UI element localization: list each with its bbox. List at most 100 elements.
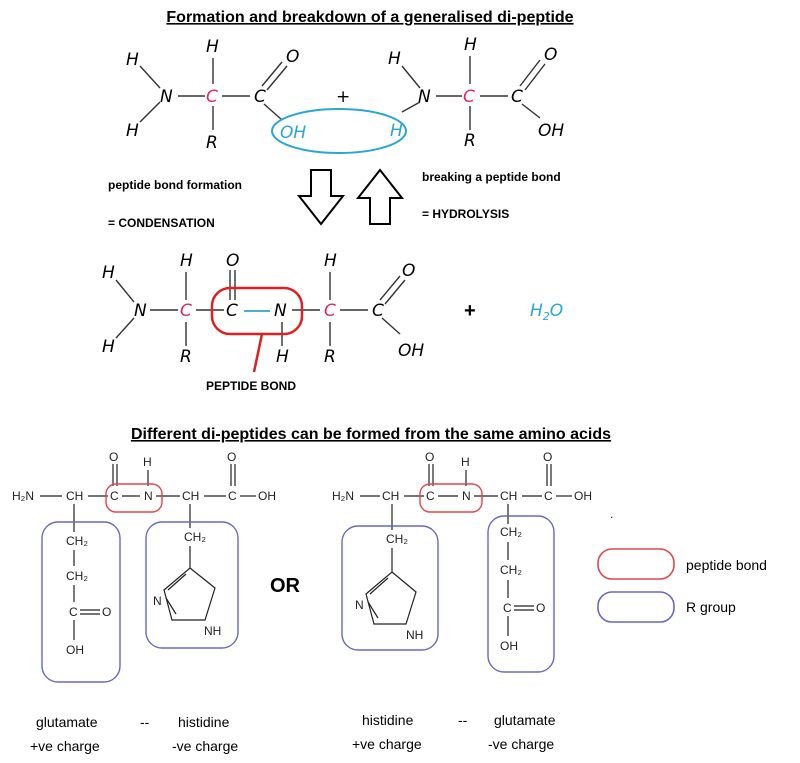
atom-c-alpha: C (206, 87, 218, 107)
ch2-group: CH₂ (66, 534, 88, 548)
atom-n: N (160, 87, 173, 107)
legend: peptide bond R group (597, 548, 767, 623)
atom-oh: OH (538, 121, 564, 141)
legend-peptide-swatch (597, 548, 675, 580)
nh-group: NH (204, 624, 221, 638)
oh-group: OH (66, 643, 84, 657)
legend-r-group-swatch (597, 591, 675, 623)
atom-c: C (254, 87, 266, 107)
atom-h: H (388, 49, 401, 69)
ch-group: CH (182, 489, 199, 503)
caption-charge: -ve charge (172, 738, 238, 754)
n-atom: N (355, 598, 364, 612)
peptide-bond-box (105, 483, 163, 513)
caption-charge: -ve charge (488, 736, 554, 752)
h-atom: H (461, 455, 470, 469)
r-group-box (41, 521, 121, 683)
or-label: OR (270, 575, 301, 597)
atom-h-amino: H (390, 121, 403, 141)
dipeptide-his-glu: H₂N CH C O N H CH C O OH CH₂ N NH CH₂ CH… (332, 450, 592, 653)
atom-r: R (180, 347, 192, 367)
h2n-group: H₂N (332, 489, 354, 503)
amino-acid-1: H H N H C R C O OH (126, 37, 306, 153)
oh-group: OH (574, 489, 592, 503)
oh-group: OH (500, 639, 518, 653)
o-atom: O (227, 450, 236, 464)
atom-h: H (102, 263, 115, 283)
o-atom: O (536, 601, 545, 615)
caption-histidine: histidine (178, 714, 230, 730)
caption-charge: +ve charge (352, 736, 422, 752)
r-group-box (487, 515, 555, 673)
water-elimination-ellipse (271, 108, 407, 154)
atom-oh: OH (398, 341, 424, 361)
atom-h: H (324, 251, 337, 271)
atom-r: R (464, 131, 476, 151)
top-title: Formation and breakdown of a generalised… (166, 9, 573, 26)
down-arrow-icon (296, 169, 346, 226)
dipeptide-glu-his: H₂N CH C O N H CH C O OH CH₂ CH₂ C O OH (12, 450, 276, 657)
peptide-bond-highlight (210, 286, 304, 336)
condensation-label: = CONDENSATION (108, 216, 215, 230)
atom-h: H (126, 121, 139, 141)
breaking-label: breaking a peptide bond (422, 170, 561, 184)
up-arrow-icon (355, 168, 405, 225)
caption-glutamate: glutamate (36, 714, 98, 730)
ch2-group: CH₂ (500, 525, 522, 539)
c-atom: C (69, 605, 78, 619)
plus-sign: + (336, 87, 350, 107)
atom-c-alpha: C (324, 301, 336, 321)
n-atom: N (153, 594, 162, 608)
atom-n: N (134, 301, 147, 321)
atom-h: H (180, 251, 193, 271)
o-atom: O (109, 450, 118, 464)
ch2-group: CH₂ (184, 530, 206, 544)
atom-h: H (276, 347, 289, 367)
atom-o: O (286, 47, 299, 67)
oh-group: OH (258, 489, 276, 503)
peptide-bond-box (419, 483, 483, 513)
n-atom: N (462, 489, 471, 503)
atom-o: O (544, 45, 557, 65)
caption-histidine: histidine (362, 712, 414, 728)
ch2-group: CH₂ (500, 563, 522, 577)
peptide-bond-label: PEPTIDE BOND (206, 379, 296, 393)
mid-title: Different di-peptides can be formed from… (131, 426, 611, 443)
o-atom: O (102, 605, 111, 619)
o-atom: O (543, 450, 552, 464)
ch-group: CH (500, 489, 517, 503)
atom-c-alpha: C (463, 87, 475, 107)
plus-sign: + (464, 300, 476, 322)
atom-c-alpha: C (180, 301, 192, 321)
h-atom: H (143, 455, 152, 469)
stray-dot: . (610, 507, 613, 521)
nh-group: NH (406, 628, 423, 642)
r-group-box (145, 521, 239, 649)
atom-h: H (102, 337, 115, 357)
c-atom: C (544, 489, 553, 503)
atom-c: C (511, 87, 523, 107)
o-atom: O (425, 450, 434, 464)
atom-c: C (226, 301, 238, 321)
legend-r-group-label: R group (686, 599, 736, 615)
peptide-bond-pointer (252, 333, 264, 373)
atom-n: N (418, 87, 431, 107)
c-atom: C (426, 489, 435, 503)
captions: glutamate +ve charge -- histidine -ve ch… (30, 712, 556, 754)
amino-acid-2: H H N H C R C O OH (388, 35, 564, 151)
atom-oh: OH (280, 123, 306, 143)
caption-dash: -- (458, 712, 468, 728)
atom-r: R (324, 347, 336, 367)
atom-c: C (372, 301, 384, 321)
water-h: H2O (530, 301, 563, 323)
atom-o: O (226, 251, 239, 271)
atom-h: H (126, 50, 139, 70)
c-atom: C (228, 489, 237, 503)
caption-glutamate: glutamate (494, 712, 556, 728)
c-atom: C (110, 489, 119, 503)
n-atom: N (144, 489, 153, 503)
atom-o: O (402, 261, 415, 281)
ch-group: CH (382, 489, 399, 503)
caption-dash: -- (140, 714, 150, 730)
